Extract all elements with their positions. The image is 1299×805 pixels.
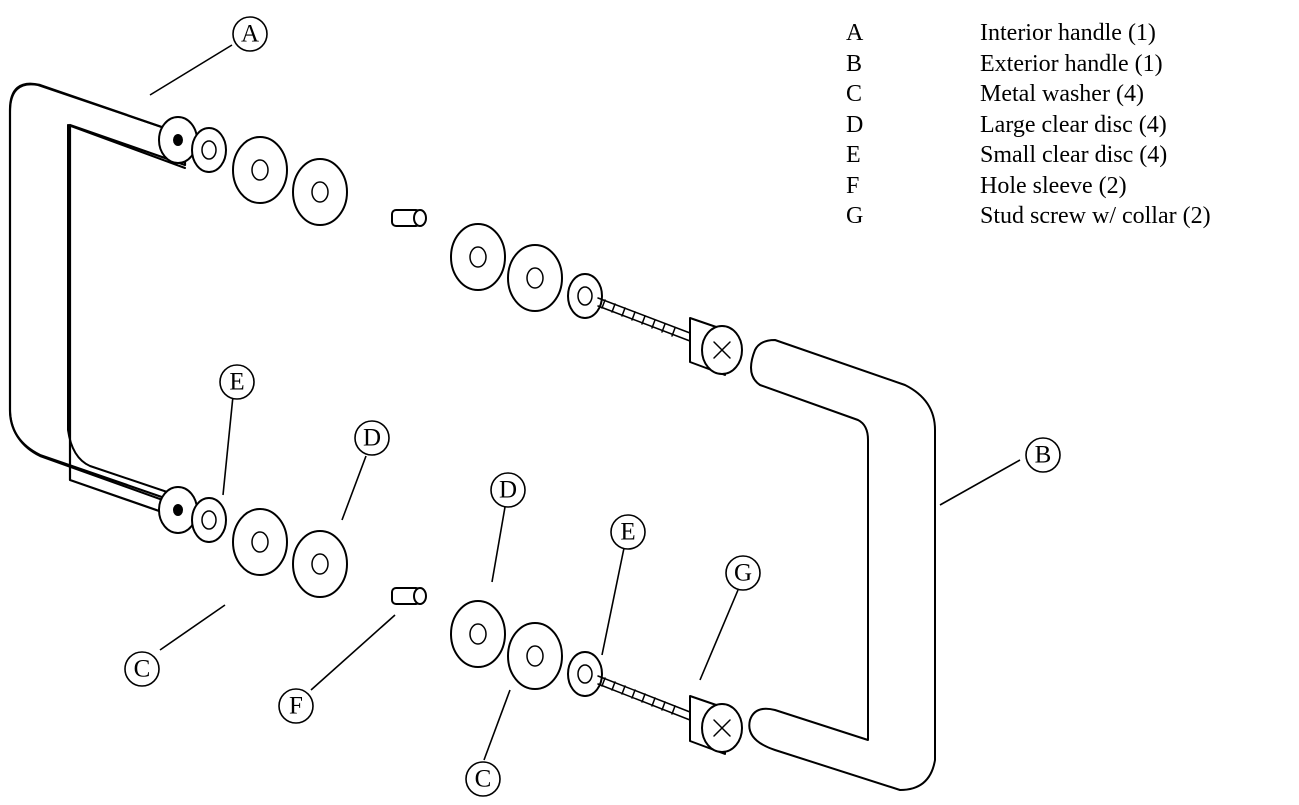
legend-label: Large clear disc (4) (980, 111, 1167, 138)
legend-key: C (846, 81, 863, 107)
svg-text:C: C (134, 656, 151, 683)
small-clear-disc-lower-right (567, 651, 603, 697)
legend-row: A Interior handle (1) (846, 18, 1211, 49)
lower-hardware-row (191, 497, 743, 755)
legend-label: Hole sleeve (2) (980, 172, 1127, 199)
legend-row: C Metal washer (4) (846, 79, 1211, 110)
large-clear-disc-lower-left (292, 530, 348, 598)
callout-d-right: D (490, 472, 526, 508)
legend-row: E Small clear disc (4) (846, 140, 1211, 171)
callout-a: A (232, 16, 268, 52)
legend-key: D (846, 111, 864, 138)
callout-e-right: E (610, 514, 646, 550)
metal-washer-lower-left (232, 508, 288, 576)
legend-key: E (846, 142, 861, 168)
callout-f: F (278, 688, 314, 724)
svg-text:E: E (620, 519, 635, 546)
callout-g: G (725, 555, 761, 591)
callout-c-bottom: C (465, 761, 501, 797)
svg-text:E: E (229, 369, 244, 396)
exterior-handle-b (748, 339, 936, 791)
parts-legend: A Interior handle (1) B Exterior handle (1… (846, 18, 1211, 232)
large-clear-disc-upper-left (292, 158, 348, 226)
metal-washer-upper-left (232, 136, 288, 204)
small-clear-disc-upper-left (191, 127, 227, 173)
metal-washer-lower-right (507, 622, 563, 690)
legend-label: Stud screw w/ collar (2) (980, 203, 1211, 229)
legend-row: F Hole sleeve (2) (846, 171, 1211, 202)
svg-text:G: G (734, 560, 752, 587)
upper-hardware-row (191, 127, 743, 376)
small-clear-disc-lower-left (191, 497, 227, 543)
large-clear-disc-upper-right (450, 223, 506, 291)
stud-screw-upper (597, 297, 691, 342)
legend-label: Interior handle (1) (980, 20, 1156, 46)
svg-text:A: A (241, 21, 259, 48)
svg-text:D: D (363, 425, 381, 452)
svg-text:F: F (289, 693, 303, 720)
callout-e-left: E (219, 364, 255, 400)
svg-text:D: D (499, 477, 517, 504)
leader-lines (149, 44, 1021, 761)
legend-key: B (846, 50, 863, 77)
legend-key: F (846, 172, 860, 199)
metal-washer-upper-right (507, 244, 563, 312)
large-clear-disc-lower-right (450, 600, 506, 668)
callout-c-left: C (124, 651, 160, 687)
legend-label: Small clear disc (4) (980, 142, 1168, 168)
legend-row: D Large clear disc (4) (846, 110, 1211, 141)
legend-row: G Stud screw w/ collar (2) (846, 201, 1211, 232)
legend-label: Exterior handle (1) (980, 50, 1163, 77)
callout-b: B (1025, 437, 1061, 473)
callout-d-left: D (354, 420, 390, 456)
small-clear-disc-upper-right (567, 273, 603, 319)
legend-key: G (846, 203, 864, 229)
legend-row: B Exterior handle (1) (846, 49, 1211, 80)
svg-text:B: B (1035, 442, 1052, 469)
interior-handle-a (8, 82, 198, 534)
legend-key: A (846, 20, 864, 46)
legend-label: Metal washer (4) (980, 81, 1144, 107)
svg-text:C: C (475, 766, 492, 793)
